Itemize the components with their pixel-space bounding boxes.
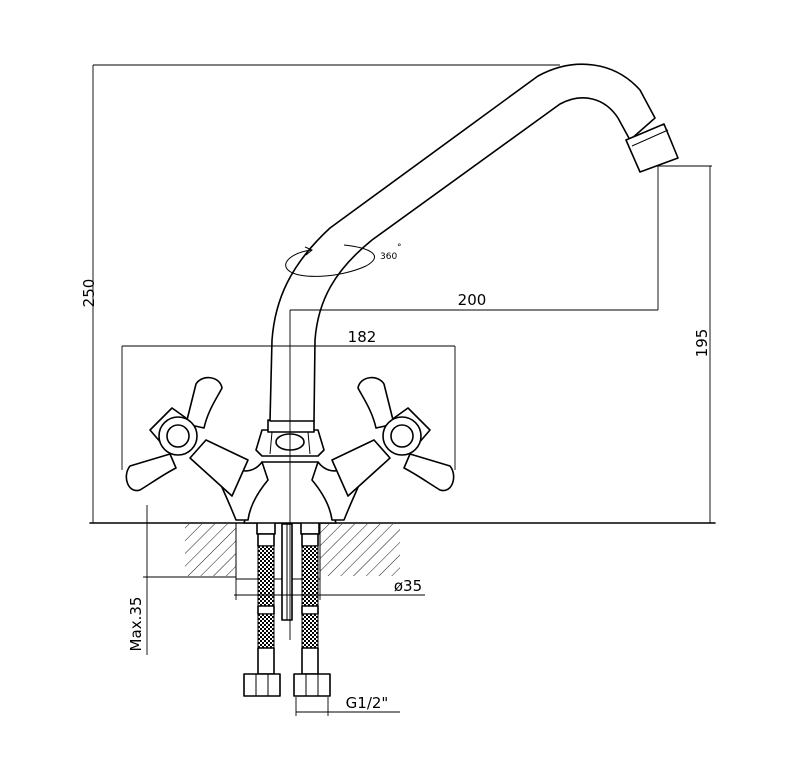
span-value: 182 xyxy=(348,328,377,346)
right-hose-band xyxy=(301,605,319,615)
left-hose-band xyxy=(257,605,275,615)
rotation-indicator: 360 ° xyxy=(285,243,402,277)
hole-diameter-value: ø35 xyxy=(394,577,422,595)
mounting-stud xyxy=(281,523,293,621)
dimension-overall-height: 250 xyxy=(80,64,560,523)
left-valve-cartridge xyxy=(189,439,249,497)
rotation-degree-symbol: ° xyxy=(397,243,402,253)
right-handle-lower-blade xyxy=(403,453,455,492)
collar-facet-1 xyxy=(269,431,273,455)
right-hose-braid-lower xyxy=(301,613,319,649)
spout-height-value: 195 xyxy=(693,329,711,358)
countertop xyxy=(89,522,716,580)
spout xyxy=(269,63,679,640)
right-handle xyxy=(331,376,455,497)
left-hose-braid-lower xyxy=(257,613,275,649)
right-handle-cap xyxy=(390,424,414,448)
rotation-label: 360 xyxy=(380,252,397,262)
dimension-connection-thread: G1/2" xyxy=(295,694,400,716)
spout-tube xyxy=(269,63,656,422)
right-valve-cartridge xyxy=(331,439,391,497)
spout-aerator xyxy=(625,123,679,173)
aerator-ring xyxy=(631,129,669,147)
max-thickness-value: Max.35 xyxy=(127,597,145,652)
right-hose-nut xyxy=(293,673,331,697)
right-hose-braid-upper xyxy=(301,545,319,607)
rotation-arrow xyxy=(304,246,313,256)
right-hose-ferrule-bottom xyxy=(301,647,319,675)
left-handle-lower-blade xyxy=(125,453,177,492)
left-hose-nut xyxy=(243,673,281,697)
right-hose xyxy=(293,519,331,697)
height-value: 250 xyxy=(80,279,98,308)
dimension-handle-span: 182 xyxy=(121,328,456,470)
collar-facet-2 xyxy=(307,431,311,455)
left-handle-upper-blade xyxy=(185,376,223,429)
left-hose-collar xyxy=(257,533,275,547)
right-hose-collar xyxy=(301,533,319,547)
dimension-max-thickness: Max.35 xyxy=(127,505,236,655)
left-hose-braid-upper xyxy=(257,545,275,607)
dimension-spout-reach: 200 xyxy=(290,166,659,311)
right-handle-upper-blade xyxy=(357,376,395,429)
reach-value: 200 xyxy=(458,291,487,309)
left-handle xyxy=(125,376,249,497)
dimension-hole-diameter: ø35 xyxy=(234,577,425,600)
left-hose-ferrule-bottom xyxy=(257,647,275,675)
left-handle-cap xyxy=(166,424,190,448)
dimension-spout-height: 195 xyxy=(658,165,712,523)
thread-value: G1/2" xyxy=(346,694,389,712)
rotation-arc xyxy=(285,244,375,277)
